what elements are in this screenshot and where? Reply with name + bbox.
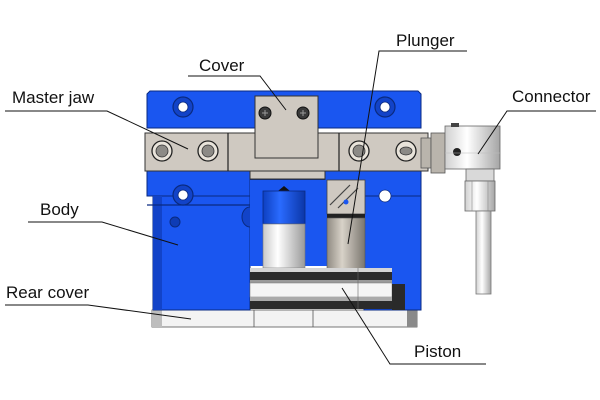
leader-rear-cover: [5, 304, 192, 320]
leader-body: [28, 221, 179, 246]
mounting-hole: [172, 184, 194, 206]
cover-screw: [296, 106, 310, 120]
label-connector: Connector: [512, 87, 591, 106]
jaw-bolt: [151, 140, 173, 162]
label-cover: Cover: [199, 56, 245, 75]
label-body: Body: [40, 200, 79, 219]
leader-master-jaw: [5, 110, 189, 150]
piston: [249, 268, 405, 310]
jaw-bolt: [348, 140, 370, 162]
label-piston: Piston: [414, 342, 461, 361]
connector: [420, 123, 501, 295]
plunger: [326, 179, 366, 270]
jaw-bolt: [395, 140, 417, 162]
jaw-bolt: [197, 140, 219, 162]
rear-cover: [151, 309, 418, 328]
cover: [254, 95, 319, 159]
cover-screw: [258, 106, 272, 120]
label-plunger: Plunger: [396, 31, 455, 50]
label-master-jaw: Master jaw: [12, 88, 95, 107]
leader-lines: [5, 50, 596, 365]
label-rear-cover: Rear cover: [6, 283, 89, 302]
leader-plunger: [347, 50, 467, 245]
small-hole: [169, 216, 181, 228]
mounting-hole: [374, 96, 396, 118]
leader-piston: [341, 287, 486, 365]
leader-connector: [477, 110, 596, 155]
leader-cover: [188, 75, 287, 111]
mounting-hole: [172, 96, 194, 118]
inner-cylinder: [262, 186, 306, 269]
mounting-hole: [378, 189, 392, 203]
